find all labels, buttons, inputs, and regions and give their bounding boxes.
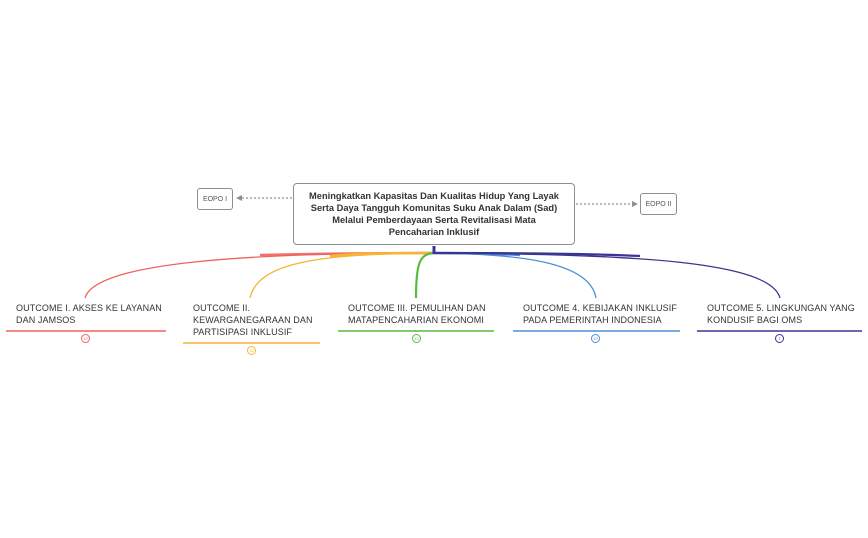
collapse-badge-outcome-2[interactable]: 15 <box>247 346 256 355</box>
outcome-3-label[interactable]: OUTCOME III. PEMULIHAN DAN MATAPENCAHARI… <box>348 303 486 325</box>
node-eopo-1[interactable]: EOPO I <box>197 188 233 210</box>
branch-outcome-3 <box>414 251 435 299</box>
branch-outcome-2-thick <box>329 251 435 258</box>
outcome-2-label[interactable]: OUTCOME II. KEWARGANEGARAAN DAN PARTISIP… <box>193 303 313 337</box>
collapse-badge-outcome-5[interactable]: 7 <box>775 334 784 343</box>
branch-outcome-5 <box>433 252 781 299</box>
branch-outcome-2 <box>249 252 435 299</box>
arrow-left-icon <box>236 195 242 201</box>
central-topic[interactable]: Meningkatkan Kapasitas Dan Kualitas Hidu… <box>293 183 575 245</box>
branch-outcome-1 <box>84 252 435 299</box>
branch-outcome-5-thick <box>433 251 641 258</box>
collapse-badge-outcome-4[interactable]: 10 <box>591 334 600 343</box>
outcome-1-label[interactable]: OUTCOME I. AKSES KE LAYANAN DAN JAMSOS <box>16 303 162 325</box>
arrow-right-icon <box>632 201 638 207</box>
node-eopo-2[interactable]: EOPO II <box>640 193 677 215</box>
outcome-5-label[interactable]: OUTCOME 5. LINGKUNGAN YANG KONDUSIF BAGI… <box>707 303 855 325</box>
collapse-badge-outcome-3[interactable]: 10 <box>412 334 421 343</box>
collapse-badge-outcome-1[interactable]: 12 <box>81 334 90 343</box>
branch-outcome-4 <box>433 252 597 299</box>
outcome-4-label[interactable]: OUTCOME 4. KEBIJAKAN INKLUSIF PADA PEMER… <box>523 303 677 325</box>
